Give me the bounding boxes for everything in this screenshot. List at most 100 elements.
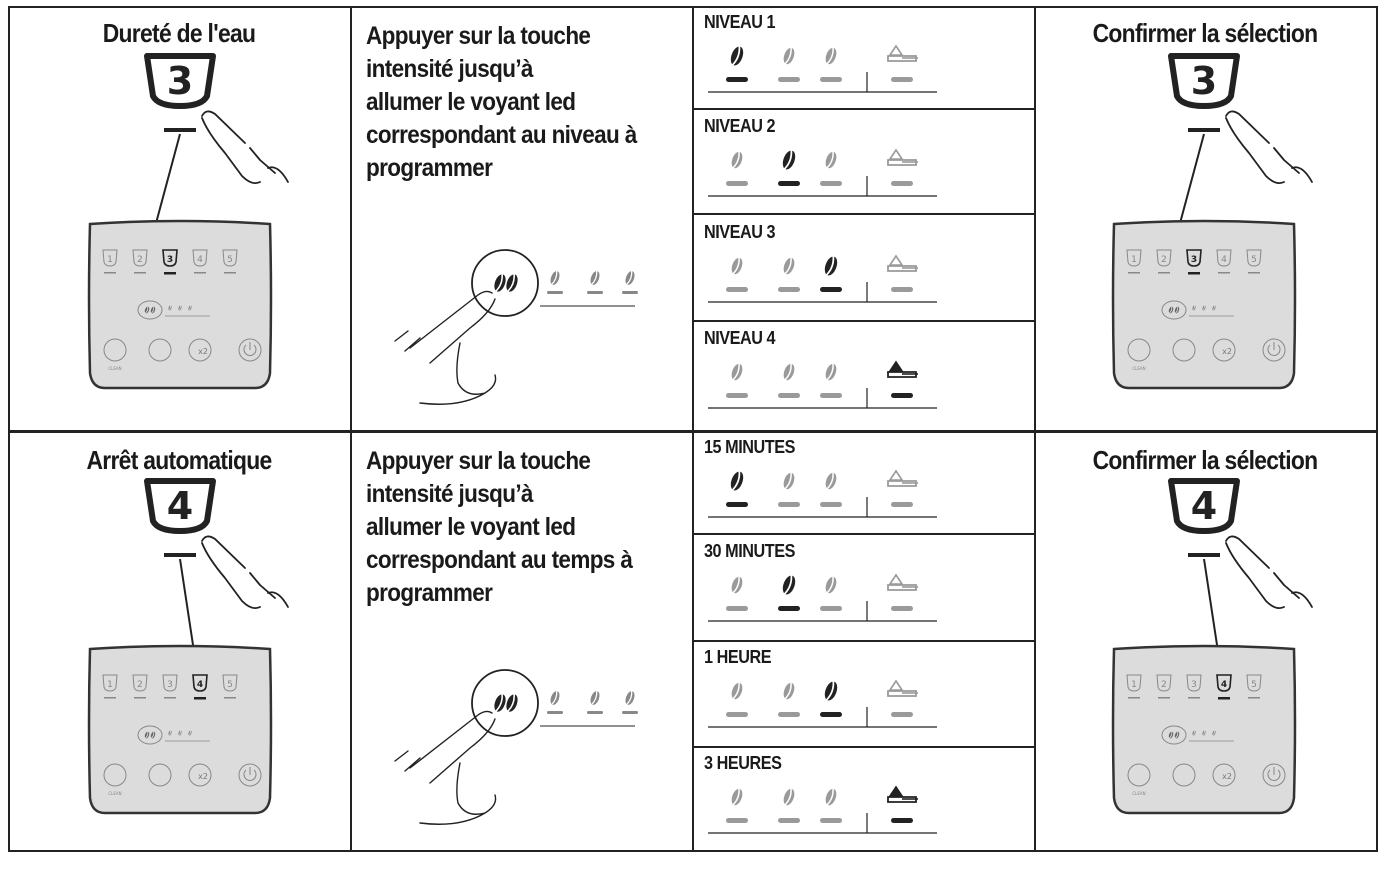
svg-text:2: 2 <box>137 255 143 265</box>
led-bar <box>820 502 842 507</box>
svg-text:CLEAN: CLEAN <box>1132 366 1145 371</box>
led-indicator-strip <box>708 360 937 409</box>
svg-text:1: 1 <box>1131 255 1137 265</box>
led-bar <box>726 712 748 717</box>
bean-icon <box>188 730 192 736</box>
led-bar <box>778 181 800 186</box>
row1-title: Dureté de l'eau <box>102 18 256 48</box>
instruction-line: Appuyer sur la touche <box>366 22 591 50</box>
bean-icon <box>1192 730 1196 736</box>
row1-instruction: Appuyer sur la touche intensité jusqu’à … <box>366 20 654 185</box>
level-label: 1 HEURE <box>704 647 772 667</box>
bean-icon <box>150 306 156 314</box>
svg-text:x2: x2 <box>1222 772 1232 781</box>
level-row: NIVEAU 3 <box>692 218 1032 318</box>
led-bar <box>726 287 748 292</box>
bean-icon <box>730 46 744 66</box>
bean-icon <box>783 257 795 275</box>
svg-text:3: 3 <box>1191 255 1197 265</box>
selection-badge-icon: 4 <box>1168 478 1240 534</box>
level-label: NIVEAU 2 <box>704 116 776 136</box>
bean-icon <box>731 151 743 169</box>
bean-icon <box>625 690 635 705</box>
led-bar <box>891 181 913 186</box>
level-label: NIVEAU 3 <box>704 222 776 242</box>
svg-text:1: 1 <box>1131 680 1137 690</box>
bean-icon <box>1168 731 1174 739</box>
led-bar <box>726 502 748 507</box>
bean-icon <box>825 363 837 381</box>
press-intensity-drawing <box>394 669 638 825</box>
led-bar <box>778 606 800 611</box>
led-bar <box>778 818 800 823</box>
bean-icon <box>824 256 838 276</box>
bean-icon <box>178 730 182 736</box>
svg-text:1: 1 <box>107 680 113 690</box>
led-bar <box>820 181 842 186</box>
led-bar <box>778 502 800 507</box>
led-indicator-strip <box>708 679 937 728</box>
led-indicator-strip <box>708 573 937 622</box>
svg-text:3: 3 <box>167 255 173 265</box>
bean-icon <box>731 788 743 806</box>
level-label: NIVEAU 4 <box>704 328 776 348</box>
hot-water-icon <box>887 679 918 697</box>
hot-water-icon <box>887 148 918 166</box>
bean-icon <box>731 363 743 381</box>
level-row: NIVEAU 4 <box>692 324 1032 424</box>
led-bar <box>820 712 842 717</box>
selection-badge-icon: 3 <box>1168 53 1240 109</box>
bean-icon <box>825 472 837 490</box>
pointing-hand-icon <box>201 535 289 610</box>
svg-text:x2: x2 <box>1222 347 1232 356</box>
pointing-hand-icon <box>1225 535 1313 610</box>
level-label: NIVEAU 1 <box>704 12 776 32</box>
bean-icon <box>168 305 172 311</box>
level-row: 1 HEURE <box>692 643 1032 743</box>
hot-water-icon <box>887 469 918 487</box>
instruction-line: correspondant au temps à <box>366 546 633 574</box>
hot-water-icon <box>887 785 918 803</box>
bean-icon <box>144 731 150 739</box>
instruction-line: allumer le voyant led <box>366 88 576 116</box>
instruction-line: allumer le voyant led <box>366 513 576 541</box>
bean-icon <box>825 151 837 169</box>
led-bar <box>891 502 913 507</box>
hot-water-icon <box>887 44 918 62</box>
led-bar <box>726 77 748 82</box>
svg-text:CLEAN: CLEAN <box>108 791 121 796</box>
svg-text:4: 4 <box>197 680 203 690</box>
led-bar <box>891 712 913 717</box>
pointing-hand-icon <box>201 110 289 185</box>
led-indicator-strip <box>708 469 937 518</box>
bean-icon <box>1212 305 1216 311</box>
svg-text:2: 2 <box>1161 680 1167 690</box>
svg-text:x2: x2 <box>198 772 208 781</box>
svg-text:5: 5 <box>227 680 233 690</box>
svg-text:4: 4 <box>167 484 193 528</box>
level-row: 15 MINUTES <box>692 433 1032 533</box>
selection-badge-icon: 3 <box>144 53 216 109</box>
svg-text:2: 2 <box>1161 255 1167 265</box>
hot-water-icon <box>887 360 918 378</box>
svg-text:1: 1 <box>107 255 113 265</box>
led-indicator-strip <box>708 148 937 197</box>
bean-icon <box>730 471 744 491</box>
instruction-line: programmer <box>366 154 493 182</box>
bean-icon <box>1192 305 1196 311</box>
bean-icon <box>144 306 150 314</box>
instruction-line: intensité jusqu’à <box>366 480 533 508</box>
selection-badge-icon: 4 <box>144 478 216 534</box>
bean-icon <box>590 690 600 705</box>
bean-icon <box>1168 306 1174 314</box>
svg-text:3: 3 <box>1191 680 1197 690</box>
row2-title: Arrêt automatique <box>86 445 272 475</box>
